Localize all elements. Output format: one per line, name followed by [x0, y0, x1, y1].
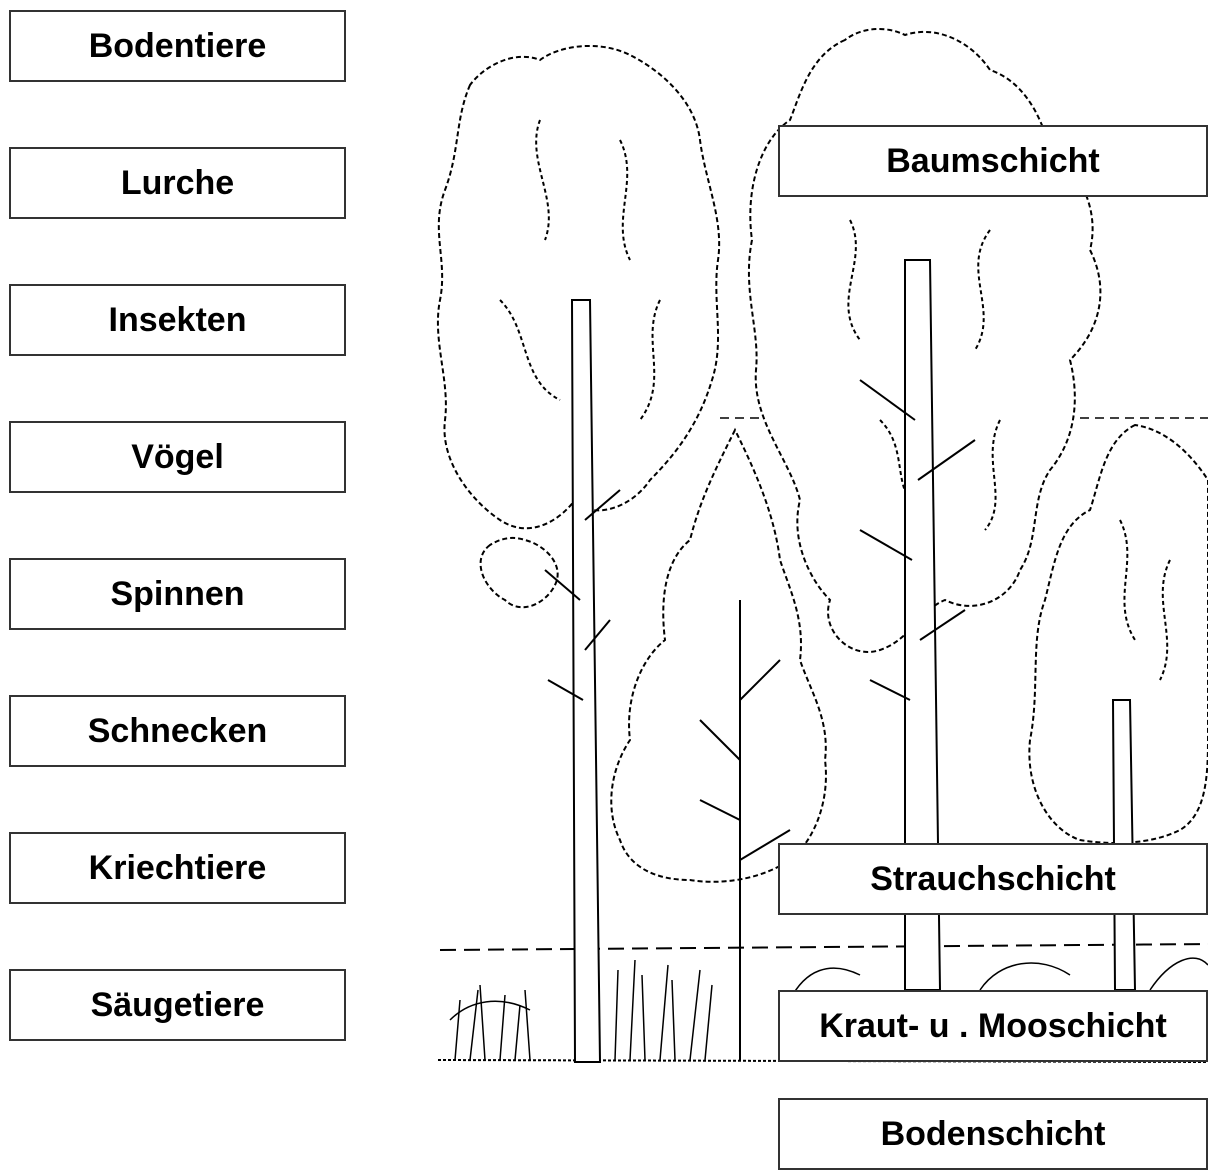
animal-label-bodentiere[interactable]: Bodentiere [9, 10, 346, 82]
layer-label-baumschicht[interactable]: Baumschicht [778, 125, 1208, 197]
layer-label-strauchschicht[interactable]: Strauchschicht [778, 843, 1208, 915]
animal-label-schnecken[interactable]: Schnecken [9, 695, 346, 767]
layer-label-bodenschicht[interactable]: Bodenschicht [778, 1098, 1208, 1170]
shrub-sapling [611, 430, 826, 882]
animal-label-lurche[interactable]: Lurche [9, 147, 346, 219]
layer-label-krautschicht[interactable]: Kraut- u . Mooschicht [778, 990, 1208, 1062]
animal-label-saeugetiere[interactable]: Säugetiere [9, 969, 346, 1041]
animal-label-spinnen[interactable]: Spinnen [9, 558, 346, 630]
animal-label-kriechtiere[interactable]: Kriechtiere [9, 832, 346, 904]
animal-label-voegel[interactable]: Vögel [9, 421, 346, 493]
animal-label-insekten[interactable]: Insekten [9, 284, 346, 356]
shrub-layer-boundary-line [440, 944, 1208, 950]
